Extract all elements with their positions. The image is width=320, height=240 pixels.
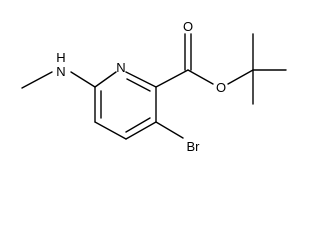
ring-nitrogen-label: N bbox=[116, 60, 125, 75]
bond-ester-o-quaternary-c bbox=[227, 69, 254, 85]
bond-c4-c5 bbox=[94, 121, 127, 140]
bond-nh-methyl bbox=[21, 71, 53, 89]
methylamino-group bbox=[21, 71, 96, 89]
bond-c3-c4 bbox=[125, 121, 157, 140]
carbonyl-oxygen-label: O bbox=[183, 19, 193, 34]
bond-c2-carbonyl bbox=[155, 69, 189, 88]
bromine-label: Br bbox=[187, 139, 201, 154]
bond-n1-c2 bbox=[125, 71, 157, 88]
bond-c3-br bbox=[155, 121, 184, 139]
pyridine-ring bbox=[94, 71, 157, 140]
tert-butyl-ester-group bbox=[155, 33, 287, 105]
double-bond-n1-c2-inner bbox=[126, 78, 151, 92]
bond-c6-nh bbox=[70, 71, 96, 88]
double-bond-c3-c4-inner bbox=[125, 117, 151, 133]
ester-oxygen-label: O bbox=[216, 80, 226, 95]
bond-carbonyl-ester-o bbox=[187, 69, 214, 85]
bond-c6-n1 bbox=[94, 71, 117, 88]
